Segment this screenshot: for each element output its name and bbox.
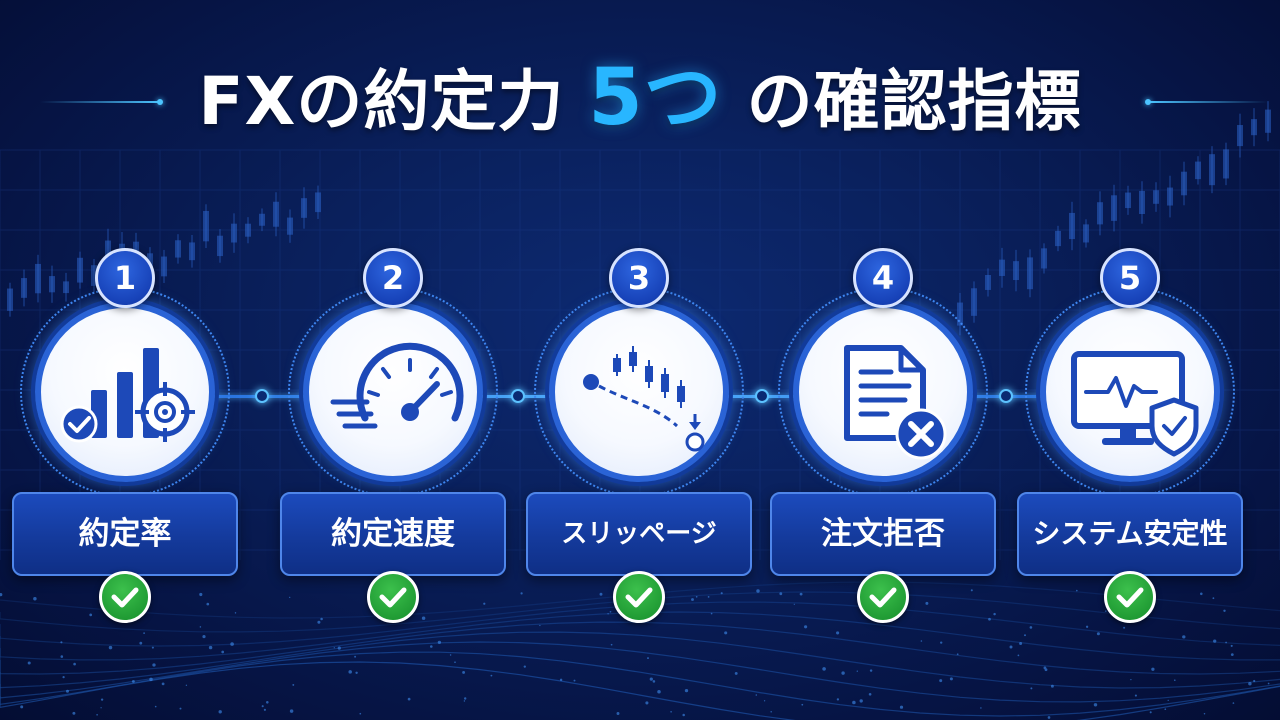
indicator-card-2: 2 約定速度 bbox=[268, 248, 518, 623]
step-label: システム安定性 bbox=[1017, 492, 1243, 576]
title-accent: 5つ bbox=[588, 53, 723, 143]
title-part-2: の確認指標 bbox=[746, 63, 1082, 140]
step-label: スリッページ bbox=[526, 492, 752, 576]
monitor-shield-icon bbox=[1071, 351, 1199, 457]
step-label: 約定率 bbox=[12, 492, 238, 576]
title-deco-line-right bbox=[1145, 99, 1268, 105]
check-icon bbox=[99, 571, 151, 623]
icon-circle bbox=[1040, 302, 1220, 482]
bar-chart-target-icon bbox=[60, 348, 195, 443]
title-deco-line-left bbox=[40, 99, 163, 105]
connector-node bbox=[999, 389, 1013, 403]
candlestick-decoration-right bbox=[957, 101, 1271, 336]
connector-node bbox=[255, 389, 269, 403]
connector-node bbox=[755, 389, 769, 403]
icon-circle bbox=[35, 302, 215, 482]
title-part-1: FXの約定力 bbox=[198, 63, 565, 140]
candlestick-decoration-left bbox=[7, 185, 321, 317]
document-rejected-icon bbox=[844, 345, 947, 460]
step-number-badge: 2 bbox=[363, 248, 423, 308]
icon-circle bbox=[549, 302, 729, 482]
indicator-card-5: 5 システム安定性 bbox=[1005, 248, 1255, 623]
check-icon bbox=[367, 571, 419, 623]
icon-circle bbox=[303, 302, 483, 482]
indicator-card-3: 3 スリッページ bbox=[514, 248, 764, 623]
check-icon bbox=[1104, 571, 1156, 623]
step-number-badge: 4 bbox=[853, 248, 913, 308]
candlestick-slippage-icon bbox=[583, 346, 705, 452]
step-label: 約定速度 bbox=[280, 492, 506, 576]
check-icon bbox=[613, 571, 665, 623]
check-icon bbox=[857, 571, 909, 623]
indicator-card-1: 1 約定率 bbox=[0, 248, 250, 623]
step-number-badge: 3 bbox=[609, 248, 669, 308]
indicator-card-4: 4 注文拒否 bbox=[758, 248, 1008, 623]
icon-circle bbox=[793, 302, 973, 482]
connector-node bbox=[511, 389, 525, 403]
page-title: FXの約定力 5つ の確認指標 bbox=[0, 58, 1280, 142]
speedometer-icon bbox=[330, 342, 464, 429]
step-label: 注文拒否 bbox=[770, 492, 996, 576]
step-number-badge: 1 bbox=[95, 248, 155, 308]
step-number-badge: 5 bbox=[1100, 248, 1160, 308]
